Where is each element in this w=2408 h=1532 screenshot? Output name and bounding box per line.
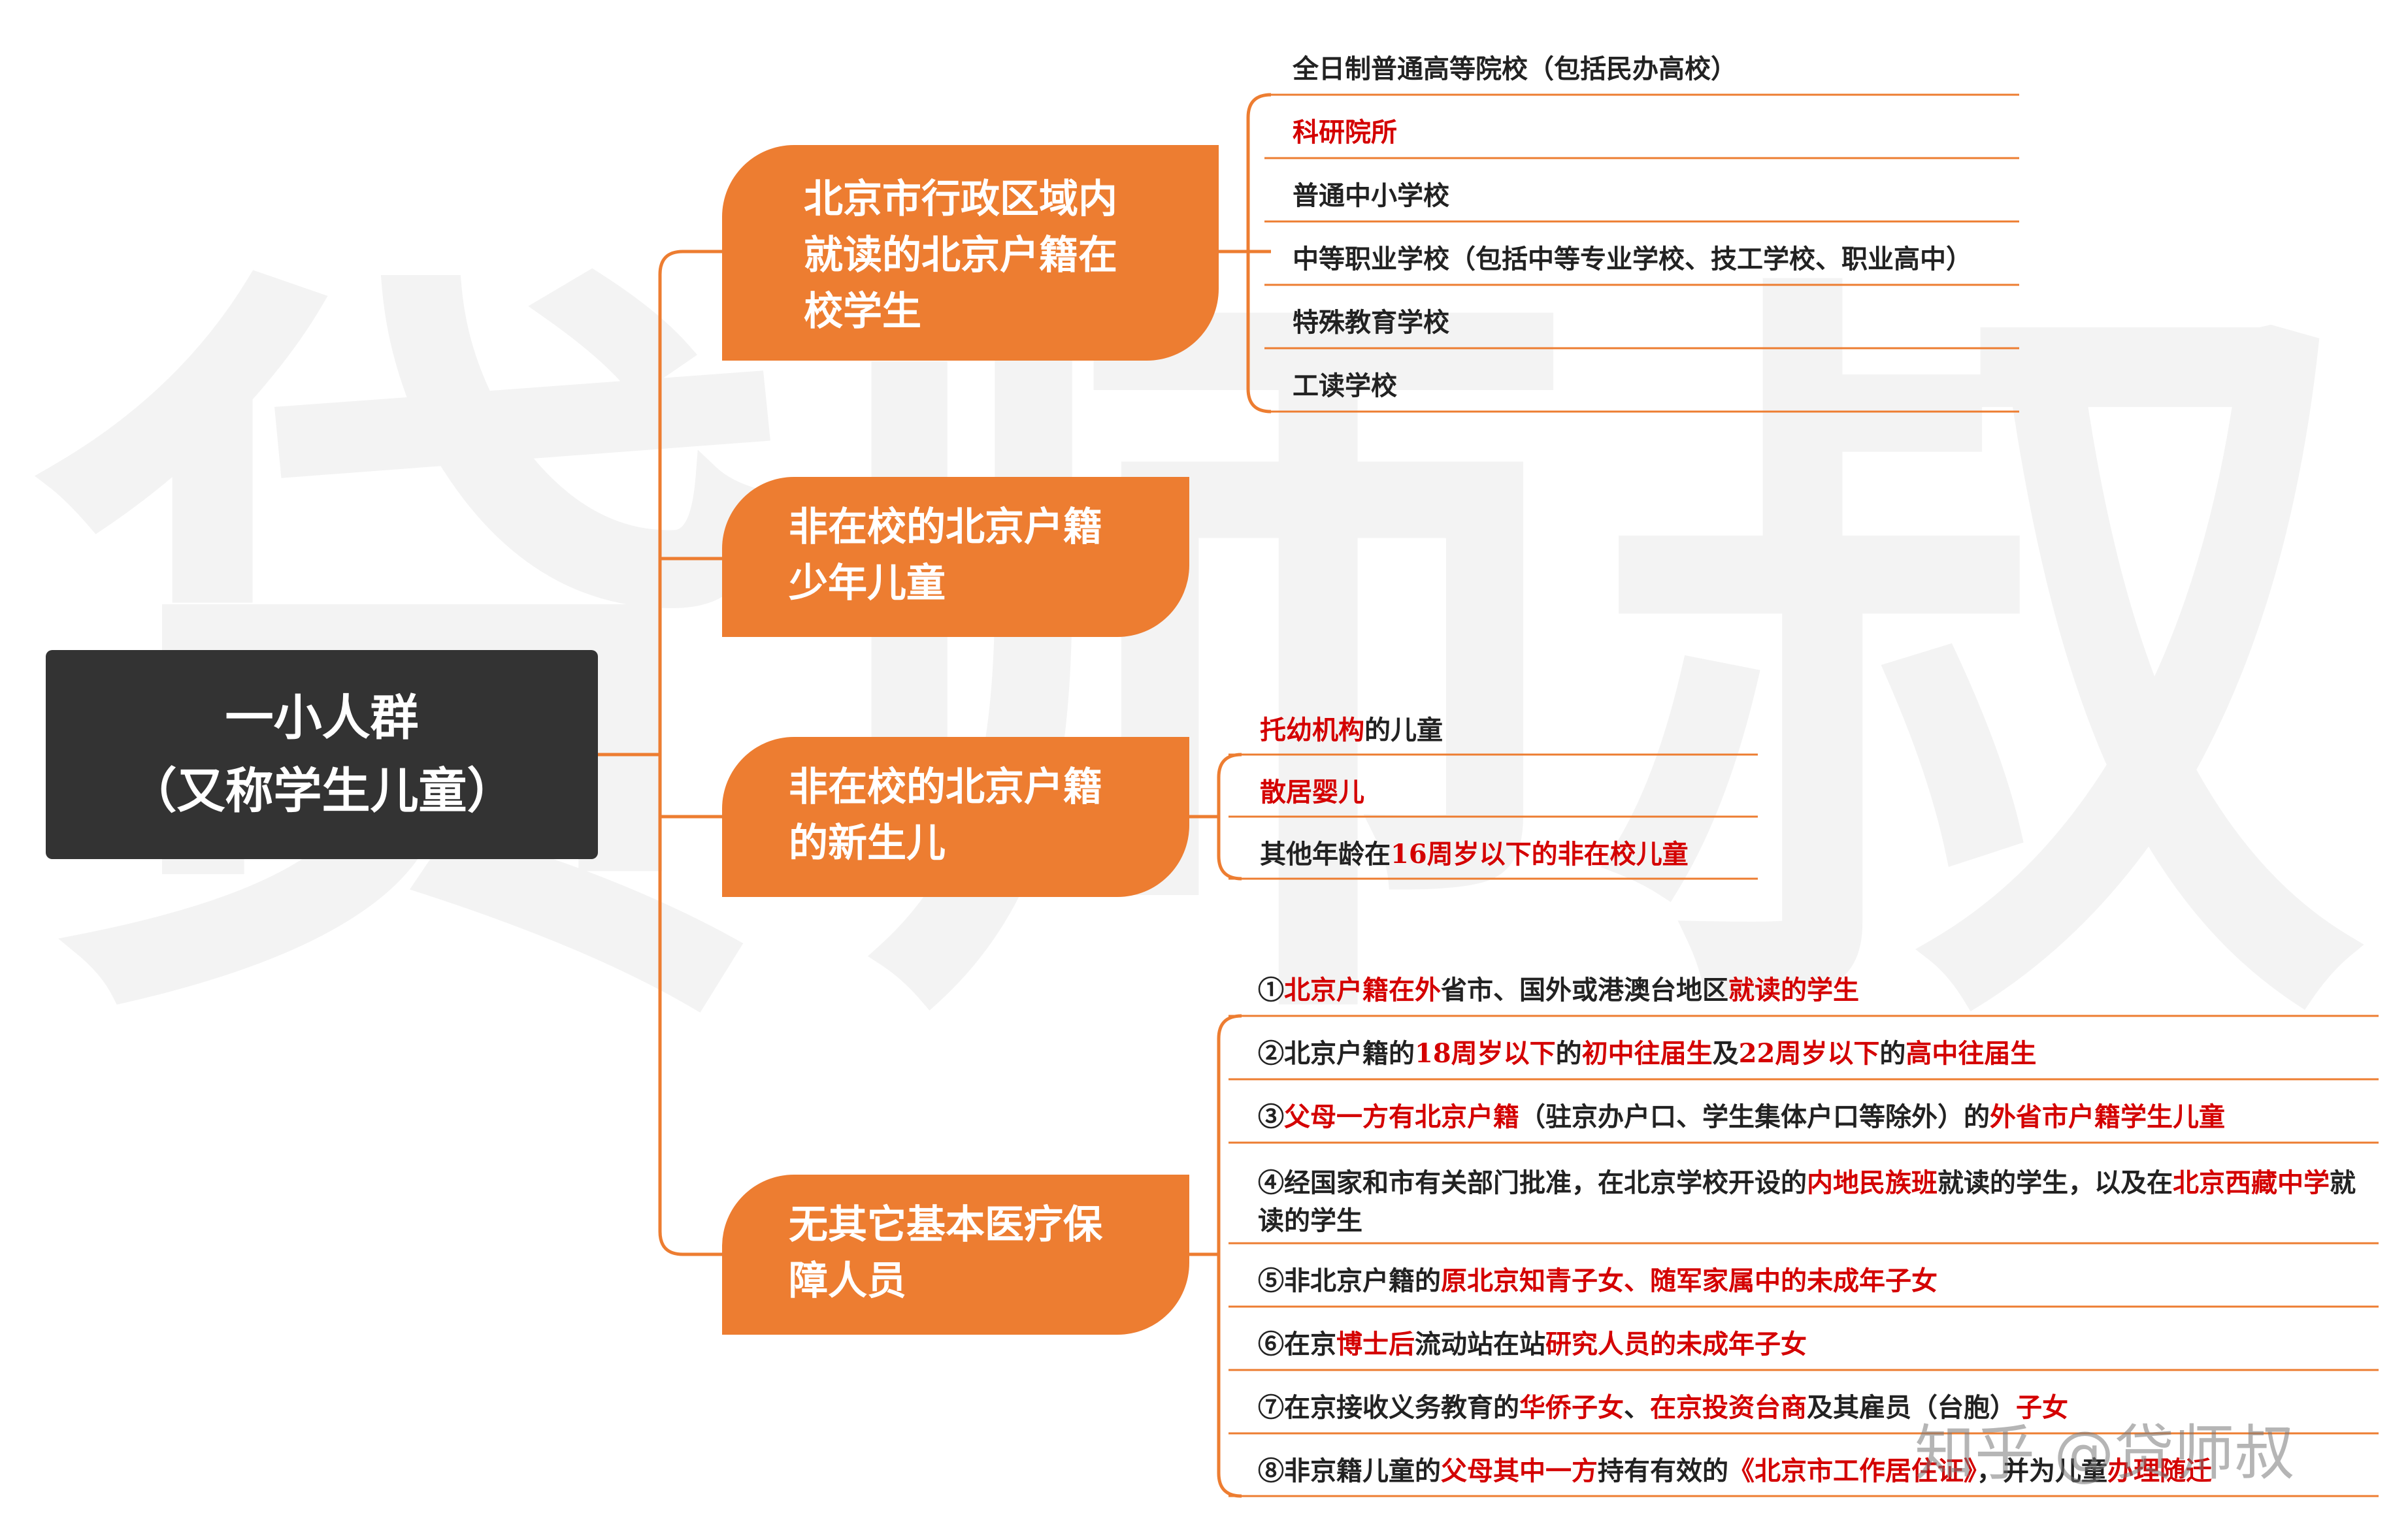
highlight-text: 16周岁以下的非在校儿童	[1391, 839, 1689, 870]
leaf-text: 中等职业学校（包括中等专业学校、技工学校、职业高中）	[1293, 244, 1972, 274]
leaf-text: 普通中小学校	[1293, 180, 1449, 211]
leaf-text: 及其雇员（台胞）	[1807, 1392, 2016, 1423]
branch-label-line: 少年儿童	[789, 561, 946, 606]
highlight-text: 在京投资台商	[1650, 1392, 1807, 1423]
leaf-text: 的	[1879, 1038, 1906, 1069]
leaf-item[interactable]: 其他年龄在16周岁以下的非在校儿童	[1260, 838, 1689, 872]
leaf-text: ③	[1258, 1101, 1284, 1132]
branch-non-enrolled-minors[interactable]: 非在校的北京户籍 少年儿童	[722, 477, 1189, 637]
highlight-text: 初中往届生	[1581, 1038, 1713, 1069]
leaf-item[interactable]: ③父母一方有北京户籍（驻京办户口、学生集体户口等除外）的外省市户籍学生儿童	[1258, 1100, 2225, 1134]
leaf-item[interactable]: ⑧非京籍儿童的父母其中一方持有有效的《北京市工作居住证》，并为儿童办理随迁	[1258, 1454, 2212, 1488]
root-subtitle: （又称学生儿童）	[128, 763, 516, 819]
branch-no-other-insurance[interactable]: 无其它基本医疗保 障人员	[722, 1175, 1189, 1335]
leaf-text: 特殊教育学校	[1293, 307, 1449, 338]
leaf-text: 其他年龄在	[1260, 839, 1391, 870]
branch-non-enrolled-newborns[interactable]: 非在校的北京户籍 的新生儿	[722, 737, 1189, 897]
leaf-text: ⑧非京籍儿童的	[1258, 1456, 1441, 1486]
leaf-item[interactable]: ②北京户籍的18周岁以下的初中往届生及22周岁以下的高中往届生	[1258, 1037, 2036, 1071]
branch-label-line: 非在校的北京户籍	[789, 504, 1102, 550]
leaf-item[interactable]: 托幼机构的儿童	[1260, 713, 1443, 747]
leaf-text: （驻京办户口、学生集体户口等除外）的	[1519, 1101, 1990, 1132]
leaf-item[interactable]: ⑤非北京户籍的原北京知青子女、随军家属中的未成年子女	[1258, 1264, 1938, 1298]
leaf-text: 省市、国外或港澳台地区	[1441, 975, 1728, 1005]
leaf-item[interactable]: ⑥在京博士后流动站在站研究人员的未成年子女	[1258, 1328, 1807, 1361]
highlight-text: 高中往届生	[1905, 1038, 2037, 1069]
leaf-item[interactable]: ①北京户籍在外省市、国外或港澳台地区就读的学生	[1258, 973, 1859, 1007]
highlight-text: 父母一方有北京户籍	[1284, 1101, 1519, 1132]
highlight-text: 北京户籍在外	[1284, 975, 1441, 1005]
leaf-item[interactable]: 全日制普通高等院校（包括民办高校）	[1293, 52, 1737, 86]
leaf-item[interactable]: 散居婴儿	[1260, 775, 1364, 809]
branch-label-line: 障人员	[789, 1258, 906, 1304]
branch-label-line: 北京市行政区域内	[804, 176, 1117, 222]
leaf-text: ④经国家和市有关部门批准，在北京学校开设的	[1258, 1167, 1807, 1198]
highlight-text: 散居婴儿	[1260, 777, 1364, 807]
highlight-text: 原北京知青子女、随军家属中的未成年子女	[1441, 1265, 1938, 1296]
highlight-text: 外省市户籍学生儿童	[1990, 1101, 2225, 1132]
highlight-text: 博士后	[1336, 1329, 1415, 1360]
branch-label-line: 校学生	[804, 289, 921, 334]
leaf-text: 及	[1712, 1038, 1739, 1069]
leaf-item[interactable]: 特殊教育学校	[1293, 306, 1449, 340]
highlight-text: 研究人员的未成年子女	[1545, 1329, 1807, 1360]
highlight-text: 北京西藏中学	[2173, 1167, 2330, 1198]
branch-beijing-enrolled-students[interactable]: 北京市行政区域内 就读的北京户籍在 校学生	[722, 145, 1219, 361]
root-title: 一小人群	[225, 690, 419, 746]
zhihu-credit-watermark: 知乎 @贷师叔	[1915, 1418, 2295, 1488]
highlight-text: 《北京市工作居住证》	[1728, 1456, 1977, 1486]
leaf-text: ⑤非北京户籍的	[1258, 1265, 1441, 1296]
leaf-text: 工读学校	[1293, 370, 1397, 401]
root-node[interactable]: 一小人群 （又称学生儿童）	[46, 650, 598, 859]
branch-label-line: 的新生儿	[789, 821, 946, 866]
highlight-text: 科研院所	[1293, 117, 1397, 148]
leaf-text: 的儿童	[1364, 715, 1443, 745]
leaf-item[interactable]: ④经国家和市有关部门批准，在北京学校开设的内地民族班就读的学生，以及在北京西藏中…	[1258, 1164, 2375, 1240]
leaf-text: 全日制普通高等院校（包括民办高校）	[1293, 54, 1737, 84]
branch-label-line: 无其它基本医疗保	[789, 1202, 1102, 1248]
leaf-item[interactable]: 中等职业学校（包括中等专业学校、技工学校、职业高中）	[1293, 242, 1972, 276]
leaf-item[interactable]: 科研院所	[1293, 116, 1397, 150]
leaf-text: ⑥在京	[1258, 1329, 1336, 1360]
leaf-text: 的	[1555, 1038, 1582, 1069]
leaf-text: 就读的学生	[1258, 1167, 2356, 1236]
leaf-text: ，并为儿童	[1977, 1456, 2107, 1486]
highlight-text: 就读的学生	[1728, 975, 1859, 1005]
leaf-text: 就读的学生，以及在	[1938, 1167, 2173, 1198]
leaf-text: ①	[1258, 975, 1284, 1005]
highlight-text: 18周岁以下	[1415, 1038, 1556, 1069]
highlight-text: 办理随迁	[2107, 1456, 2212, 1486]
highlight-text: 华侨子女	[1519, 1392, 1624, 1423]
highlight-text: 内地民族班	[1807, 1167, 1938, 1198]
leaf-text: 、	[1624, 1392, 1650, 1423]
leaf-item[interactable]: 普通中小学校	[1293, 179, 1449, 213]
highlight-text: 22周岁以下	[1738, 1038, 1880, 1069]
highlight-text: 托幼机构	[1260, 715, 1364, 745]
leaf-item[interactable]: ⑦在京接收义务教育的华侨子女、在京投资台商及其雇员（台胞）子女	[1258, 1391, 2068, 1425]
branch-label-line: 非在校的北京户籍	[789, 764, 1102, 810]
leaf-text: 持有有效的	[1598, 1456, 1728, 1486]
highlight-text: 父母其中一方	[1441, 1456, 1598, 1486]
leaf-text: ②北京户籍的	[1258, 1038, 1415, 1069]
branch-label-line: 就读的北京户籍在	[804, 233, 1117, 278]
leaf-text: ⑦在京接收义务教育的	[1258, 1392, 1519, 1423]
leaf-item[interactable]: 工读学校	[1293, 369, 1397, 403]
leaf-text: 流动站在站	[1415, 1329, 1545, 1360]
highlight-text: 子女	[2016, 1392, 2068, 1423]
